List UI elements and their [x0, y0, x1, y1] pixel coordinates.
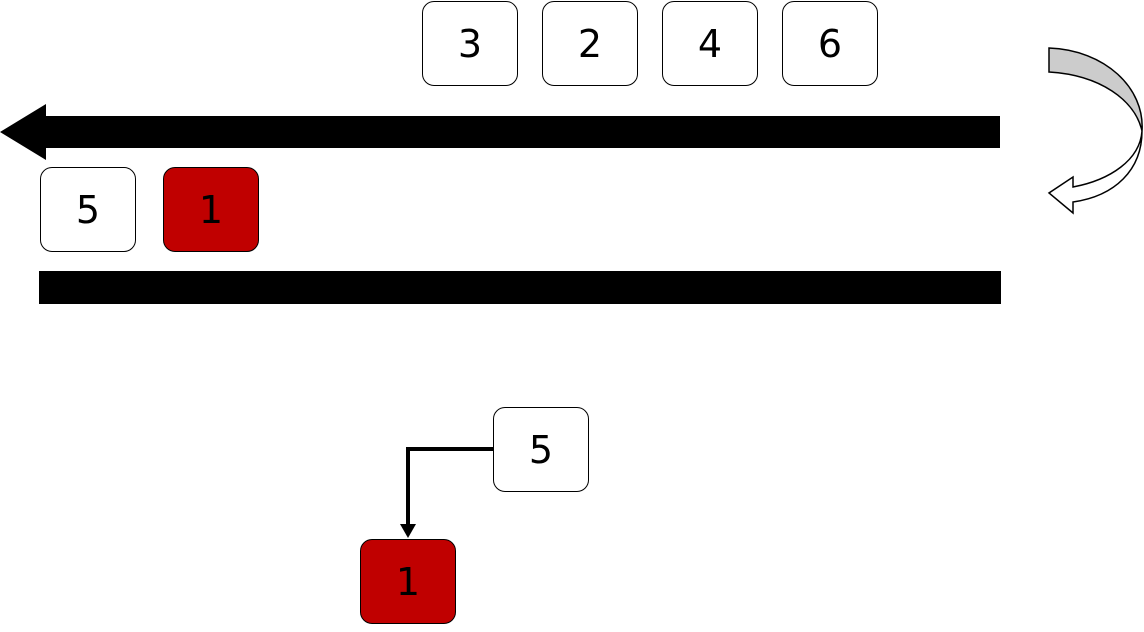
top-node: 4 [662, 1, 758, 86]
bottom-source-node: 5 [493, 407, 589, 492]
top-node: 2 [542, 1, 638, 86]
middle-node: 5 [40, 167, 136, 252]
bottom-bar [39, 271, 1001, 304]
bottom-target-node: 1 [360, 539, 456, 624]
left-arrow [0, 104, 1000, 160]
curved-return-arrow-icon [1047, 47, 1143, 215]
middle-node-highlighted: 1 [163, 167, 259, 252]
top-node: 6 [782, 1, 878, 86]
top-node: 3 [422, 1, 518, 86]
connector-line [406, 447, 493, 526]
connector-arrowhead [400, 524, 416, 538]
